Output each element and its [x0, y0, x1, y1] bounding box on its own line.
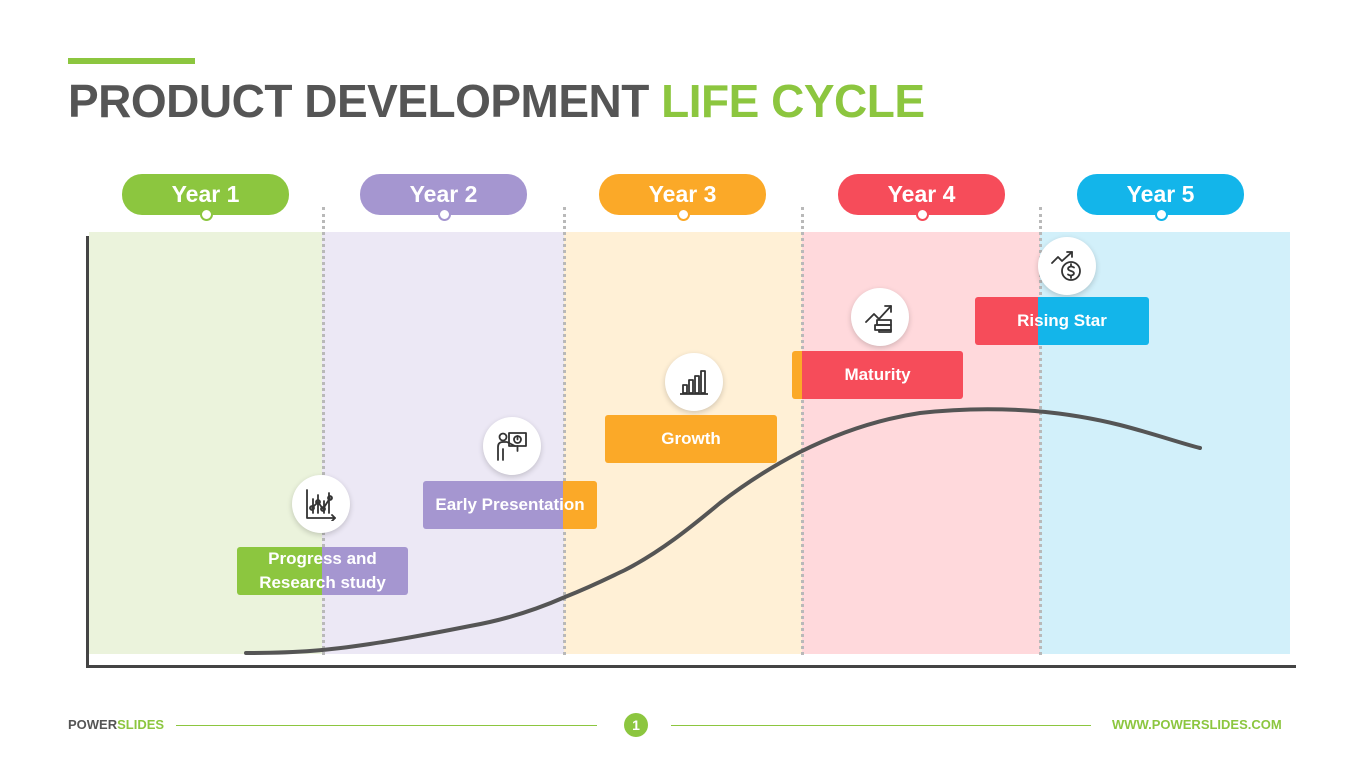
footer-line-left: [176, 725, 597, 726]
footer-brand: POWERSLIDES: [68, 717, 165, 732]
band-year-4: [802, 232, 1040, 654]
stage-early-presentation: Early Presentation: [423, 481, 597, 529]
x-axis: [86, 665, 1296, 668]
presentation-icon: [483, 417, 541, 475]
y-axis: [86, 236, 89, 668]
growth-stack-icon: [851, 288, 909, 346]
year-divider: [563, 207, 566, 655]
year-4-marker: [916, 208, 929, 221]
stage-rising-star: Rising Star: [975, 297, 1149, 345]
footer-url: WWW.POWERSLIDES.COM: [1112, 717, 1282, 732]
page-number: 1: [624, 713, 648, 737]
band-year-5: [1040, 232, 1290, 654]
year-1-label: Year 1: [122, 174, 289, 215]
year-divider: [801, 207, 804, 655]
dollar-trend-icon: [1038, 237, 1096, 295]
bar-chart-icon: [665, 353, 723, 411]
stage-progress-research: Progress and Research study: [237, 547, 408, 595]
footer-line-right: [671, 725, 1091, 726]
year-5-marker: [1155, 208, 1168, 221]
year-2-marker: [438, 208, 451, 221]
chart-analysis-icon: [292, 475, 350, 533]
stage-maturity: Maturity: [792, 351, 963, 399]
year-3-marker: [677, 208, 690, 221]
year-1-marker: [200, 208, 213, 221]
stage-growth: Growth: [605, 415, 777, 463]
page-title: PRODUCT DEVELOPMENT LIFE CYCLE: [68, 75, 925, 127]
title-accent-bar: [68, 58, 195, 64]
